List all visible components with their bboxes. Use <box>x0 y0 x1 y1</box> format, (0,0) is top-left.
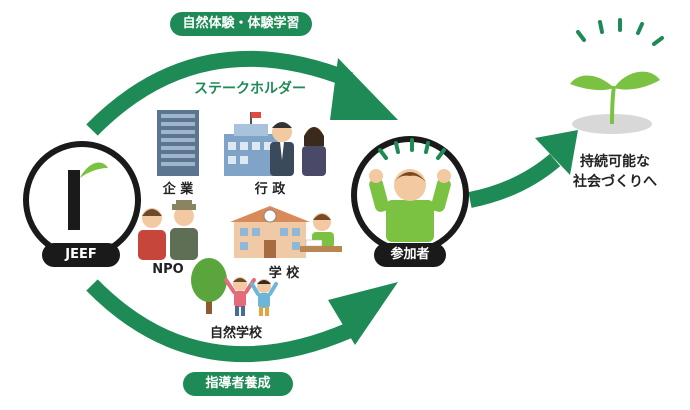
government-label: 行 政 <box>254 182 286 197</box>
company-label: 企 業 <box>162 182 194 197</box>
participant-circle <box>351 136 469 254</box>
nature-school-icon <box>191 258 278 316</box>
sprout-icon <box>570 18 664 134</box>
sprout-rays <box>576 18 664 46</box>
stakeholders-title: ステークホルダー <box>194 81 306 97</box>
npo-label: NPO <box>152 262 184 277</box>
goal-text: 持続可能な 社会づくりへ <box>560 152 670 192</box>
goal-arrow <box>468 130 578 208</box>
participants-label: 参加者 <box>374 243 446 267</box>
bottom-flow-label: 指導者養成 <box>183 372 293 396</box>
bottom-arc-arrow <box>86 279 398 363</box>
nature-school-label: 自然学校 <box>209 326 262 341</box>
npo-people-icon <box>138 200 198 260</box>
jeef-logo-circle <box>23 141 141 259</box>
government-icon <box>224 112 326 176</box>
joy-rays <box>378 138 446 160</box>
goal-line-2: 社会づくりへ <box>573 174 657 190</box>
participant-person-icon <box>369 169 451 242</box>
top-arc-arrow <box>86 50 398 136</box>
school-label: 学 校 <box>268 266 300 281</box>
company-building-icon <box>157 110 199 176</box>
school-icon <box>230 206 342 258</box>
goal-line-1: 持続可能な <box>580 154 650 170</box>
jeef-label: JEEF <box>42 243 120 267</box>
top-flow-label: 自然体験・体験学習 <box>170 12 312 36</box>
